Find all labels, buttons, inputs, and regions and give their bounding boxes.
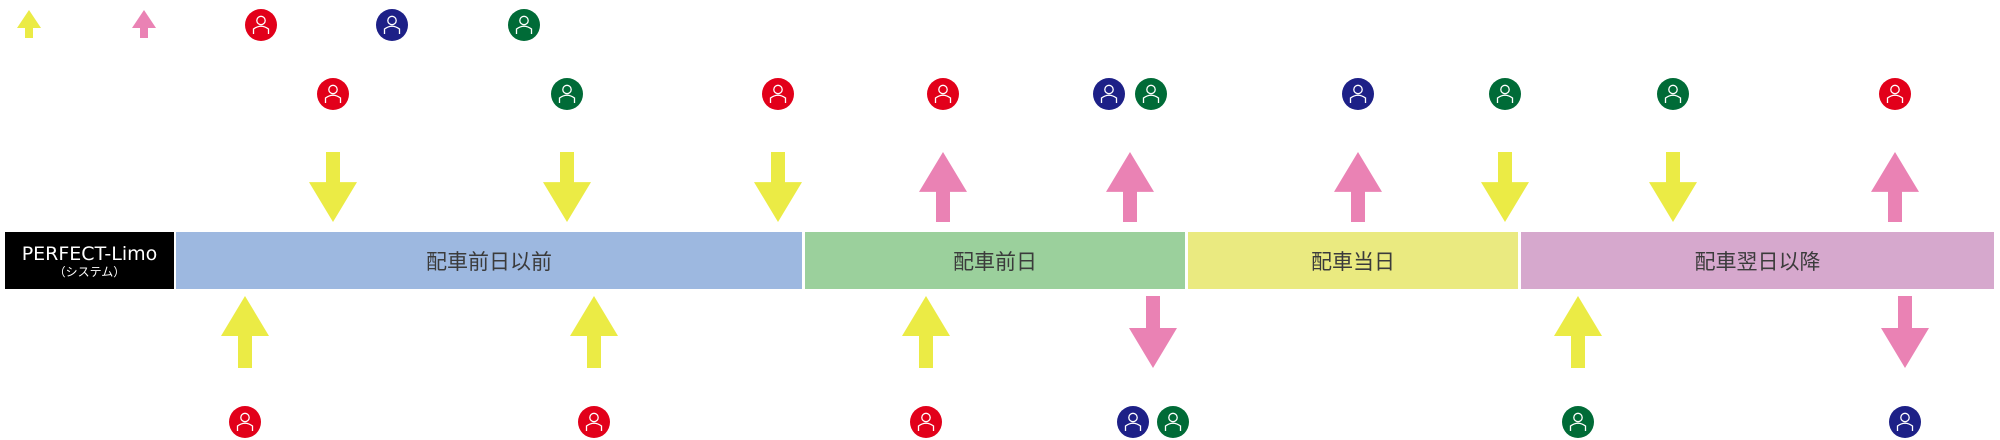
bottom-green-person-icon: [1562, 406, 1594, 438]
top-blue-person-icon: [1342, 78, 1374, 110]
system-name: PERFECT-Limo: [21, 242, 158, 265]
legend-red-person-icon: [245, 9, 277, 41]
top-yellow-arrow-down-icon: [754, 152, 802, 222]
top-pink-arrow-up-icon: [1106, 152, 1154, 222]
system-subtitle: （システム）: [53, 264, 126, 279]
top-yellow-arrow-down-icon: [1649, 152, 1697, 222]
top-yellow-arrow-down-icon: [1481, 152, 1529, 222]
phase-label: 配車前日以前: [426, 249, 552, 274]
top-red-person-icon: [927, 78, 959, 110]
top-green-person-icon: [551, 78, 583, 110]
top-pink-arrow-up-icon: [919, 152, 967, 222]
legend-pink-arrow-icon: [132, 10, 156, 38]
phase-after-next-day: 配車翌日以降: [1521, 232, 1994, 289]
bottom-yellow-arrow-up-icon: [570, 296, 618, 368]
bottom-pink-arrow-down-icon: [1881, 296, 1929, 368]
top-pink-arrow-up-icon: [1334, 152, 1382, 222]
phase-previous-day: 配車前日: [805, 232, 1185, 289]
bottom-yellow-arrow-up-icon: [221, 296, 269, 368]
legend-blue-person-icon: [376, 9, 408, 41]
bottom-yellow-arrow-up-icon: [1554, 296, 1602, 368]
top-red-person-icon: [1879, 78, 1911, 110]
top-green-person-icon: [1657, 78, 1689, 110]
phase-same-day: 配車当日: [1188, 232, 1518, 289]
bottom-blue-person-icon: [1889, 406, 1921, 438]
system-box: PERFECT-Limo （システム）: [5, 232, 174, 289]
legend-yellow-arrow-icon: [17, 10, 41, 38]
legend-green-person-icon: [508, 9, 540, 41]
top-pink-arrow-up-icon: [1871, 152, 1919, 222]
bottom-red-person-icon: [910, 406, 942, 438]
phase-label: 配車前日: [953, 249, 1037, 274]
bottom-green-person-icon: [1157, 406, 1189, 438]
top-red-person-icon: [317, 78, 349, 110]
phase-label: 配車当日: [1311, 249, 1395, 274]
phase-before-previous-day: 配車前日以前: [176, 232, 802, 289]
top-yellow-arrow-down-icon: [309, 152, 357, 222]
top-green-person-icon: [1135, 78, 1167, 110]
bottom-blue-person-icon: [1117, 406, 1149, 438]
bottom-yellow-arrow-up-icon: [902, 296, 950, 368]
top-green-person-icon: [1489, 78, 1521, 110]
bottom-pink-arrow-down-icon: [1129, 296, 1177, 368]
top-blue-person-icon: [1093, 78, 1125, 110]
bottom-red-person-icon: [578, 406, 610, 438]
top-red-person-icon: [762, 78, 794, 110]
top-yellow-arrow-down-icon: [543, 152, 591, 222]
phase-label: 配車翌日以降: [1694, 249, 1821, 274]
bottom-red-person-icon: [229, 406, 261, 438]
